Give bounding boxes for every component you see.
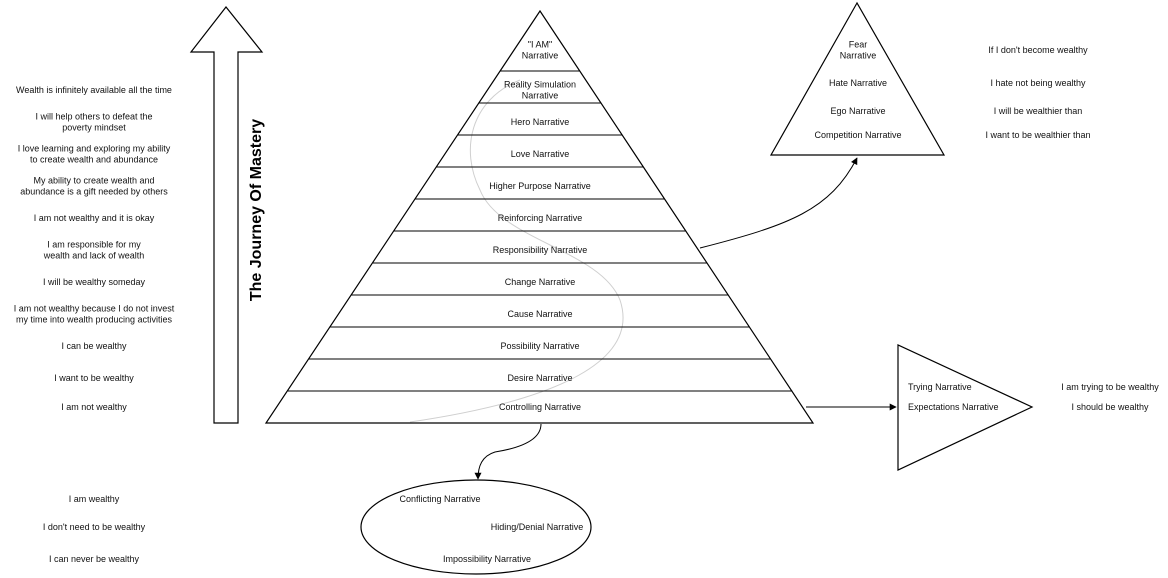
pyramid-level-lines (287, 70, 793, 392)
left-statement: I love learning and exploring my ability… (18, 144, 171, 165)
trying-statement: I should be wealthy (1071, 402, 1149, 412)
trying-triangle-outline (897, 344, 1034, 471)
left-statement: I will be wealthy someday (43, 277, 146, 287)
ego-triangle-item: Hate Narrative (829, 78, 887, 88)
journey-title: The Journey Of Mastery (248, 119, 265, 301)
arrow-to-ellipse (474, 423, 542, 480)
pyramid-level-label: Higher Purpose Narrative (489, 181, 591, 191)
left-statement: Wealth is infinitely available all the t… (16, 85, 172, 95)
pyramid-level-label: Responsibility Narrative (493, 245, 588, 255)
left-statement: I am not wealthy because I do not invest… (14, 304, 175, 325)
pyramid-level-label: Desire Narrative (507, 373, 572, 383)
left-statement: I am not wealthy (61, 402, 127, 412)
ego-triangle-item: Ego Narrative (830, 106, 885, 116)
ellipse-item: Impossibility Narrative (443, 554, 531, 564)
pyramid-level-label: Possibility Narrative (500, 341, 579, 351)
trying-triangle-item: Expectations Narrative (908, 402, 999, 412)
left-statements: Wealth is infinitely available all the t… (14, 85, 175, 412)
ego-statement: I will be wealthier than (994, 106, 1083, 116)
spiral-curve (409, 79, 624, 423)
ego-triangle-item: Competition Narrative (814, 130, 901, 140)
ellipse-outline (360, 479, 592, 575)
journey-up-arrow (189, 6, 264, 424)
pyramid-level-label: Cause Narrative (507, 309, 572, 319)
left-statement: I am not wealthy and it is okay (34, 213, 155, 223)
ego-statement: If I don't become wealthy (988, 45, 1088, 55)
pyramid-level-label: Reinforcing Narrative (498, 213, 583, 223)
pyramid-level-label: Hero Narrative (511, 117, 570, 127)
trying-triangle-item: Trying Narrative (908, 382, 972, 392)
bottom-left-statement: I don't need to be wealthy (43, 522, 146, 532)
pyramid-level-label: Change Narrative (505, 277, 576, 287)
bottom-left-statements: I am wealthy I don't need to be wealthy I … (43, 494, 146, 564)
bottom-left-statement: I am wealthy (69, 494, 120, 504)
ego-statement: I want to be wealthier than (985, 130, 1090, 140)
ego-triangle-outline (769, 1, 946, 156)
ellipse-item: Hiding/Denial Narrative (491, 522, 584, 532)
ego-statements: If I don't become wealthy I hate not bein… (985, 45, 1090, 140)
left-statement: I want to be wealthy (54, 373, 134, 383)
bottom-left-statement: I can never be wealthy (49, 554, 140, 564)
pyramid-level-label: "I AM"Narrative (522, 40, 559, 61)
arrow-to-ego-triangle (699, 157, 858, 249)
pyramid-outline (264, 9, 815, 424)
left-statement: I can be wealthy (61, 341, 127, 351)
ego-statement: I hate not being wealthy (990, 78, 1086, 88)
trying-statements: I am trying to be wealthy I should be wea… (1061, 382, 1159, 412)
trying-statement: I am trying to be wealthy (1061, 382, 1159, 392)
pyramid-level-label: Love Narrative (511, 149, 570, 159)
pyramid-level-label: Controlling Narrative (499, 402, 581, 412)
ellipse-item: Conflicting Narrative (399, 494, 480, 504)
